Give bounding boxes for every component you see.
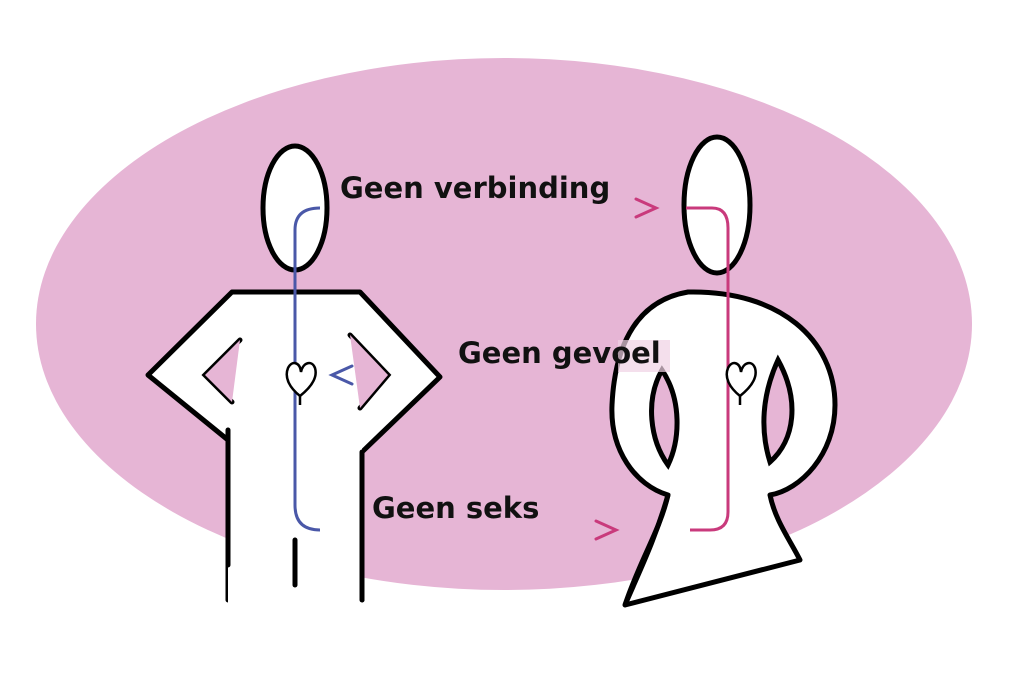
label-sex: Geen seks — [372, 491, 539, 525]
arrow-right-icon — [594, 519, 620, 541]
heart-icon-man — [285, 361, 317, 405]
label-feeling: Geen gevoel — [458, 336, 661, 370]
arrow-left-icon — [328, 364, 354, 386]
label-connection: Geen verbinding — [340, 171, 610, 205]
arrow-right-icon — [634, 197, 660, 219]
woman-head — [681, 134, 753, 276]
heart-icon-woman — [725, 361, 757, 405]
